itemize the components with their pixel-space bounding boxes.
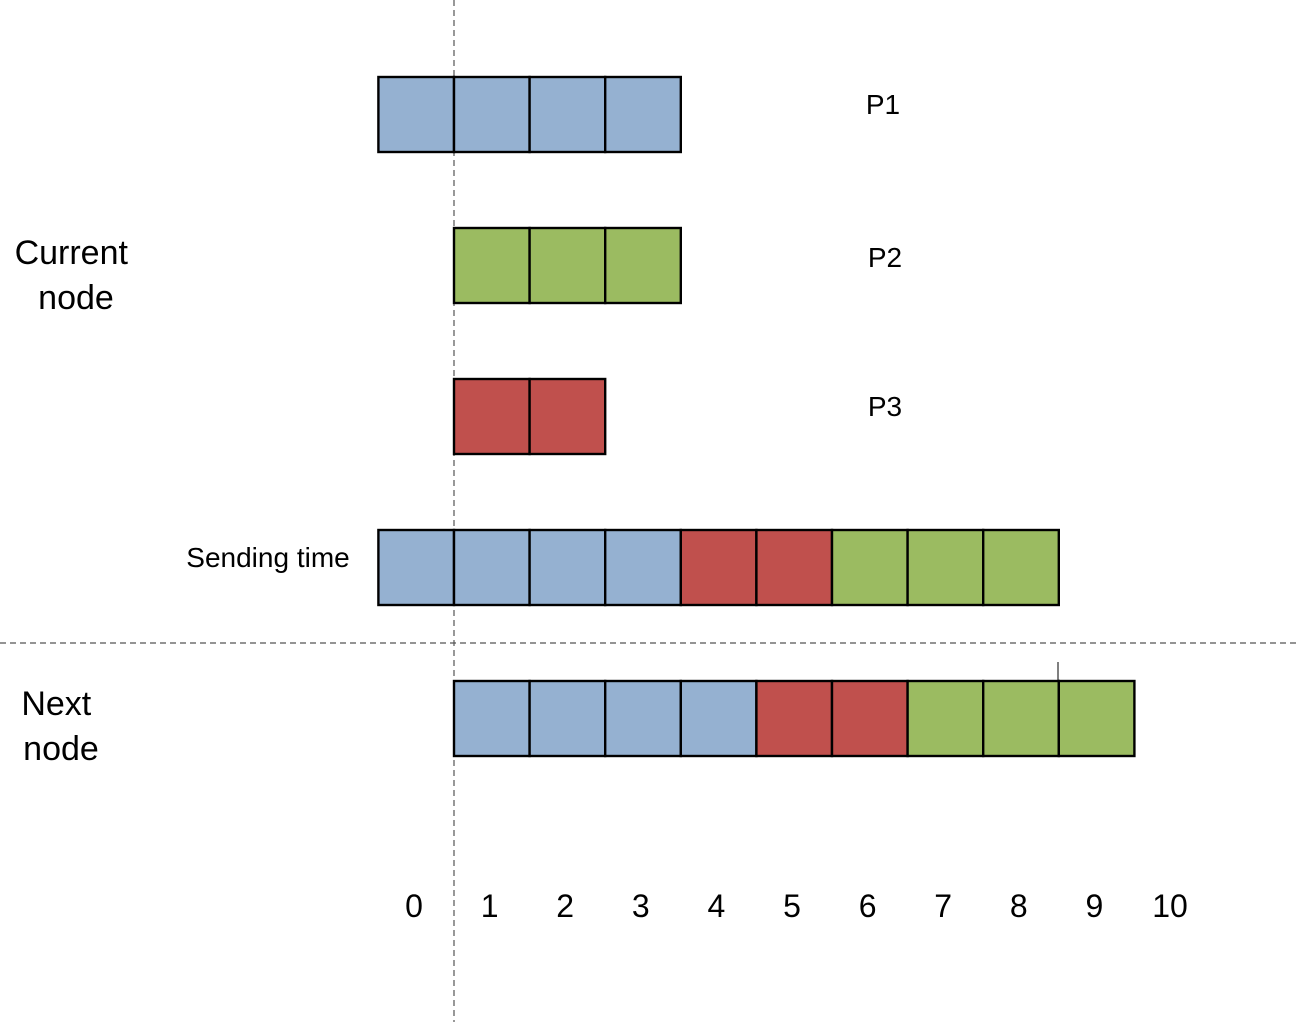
cell-p1-p1-3	[604, 75, 683, 154]
current-node-label: Current node	[15, 234, 138, 317]
row-p3	[452, 377, 607, 456]
row-label-sending-time: Sending time	[186, 542, 349, 573]
cell-next-p2-8	[1057, 679, 1136, 758]
cell-next-p1-1	[528, 679, 607, 758]
next-node-label-line1: Next	[21, 685, 91, 723]
cell-p2-p2-2	[604, 226, 683, 305]
cell-next-p1-3	[679, 679, 758, 758]
axis-tick-7: 7	[934, 888, 952, 924]
cell-sending-p1-3	[604, 528, 683, 607]
axis-tick-4: 4	[708, 888, 726, 924]
cell-p2-p2-1	[528, 226, 607, 305]
next-node-label-line2: node	[23, 730, 99, 768]
cell-sending-p2-7	[906, 528, 985, 607]
cell-next-p2-6	[906, 679, 985, 758]
axis-tick-8: 8	[1010, 888, 1028, 924]
row-label-p3: P3	[868, 391, 902, 422]
cell-sending-p1-1	[452, 528, 531, 607]
cell-sending-p3-4	[679, 528, 758, 607]
cell-sending-p2-6	[830, 528, 909, 607]
axis-tick-1: 1	[481, 888, 499, 924]
cell-p3-p3-0	[452, 377, 531, 456]
next-node-label: Next node	[21, 685, 100, 768]
cell-sending-p2-8	[982, 528, 1061, 607]
axis-tick-9: 9	[1086, 888, 1104, 924]
current-node-label-line2: node	[38, 279, 114, 317]
cell-p2-p2-0	[452, 226, 531, 305]
axis-tick-2: 2	[556, 888, 574, 924]
cell-p1-p1-2	[528, 75, 607, 154]
axis-tick-6: 6	[859, 888, 877, 924]
cell-next-p3-5	[830, 679, 909, 758]
cell-next-p1-2	[604, 679, 683, 758]
row-label-p2: P2	[868, 242, 902, 273]
current-node-label-line1: Current	[15, 234, 129, 272]
row-p1	[377, 75, 683, 154]
cell-sending-p1-2	[528, 528, 607, 607]
axis-tick-5: 5	[783, 888, 801, 924]
row-p2	[452, 226, 683, 305]
cell-p3-p3-1	[528, 377, 607, 456]
axis-tick-0: 0	[405, 888, 423, 924]
cell-sending-p3-5	[755, 528, 834, 607]
cell-next-p3-4	[755, 679, 834, 758]
row-next-node	[452, 679, 1136, 758]
time-axis: 0 1 2 3 4 5 6 7 8 9 10	[405, 888, 1188, 924]
axis-tick-3: 3	[632, 888, 650, 924]
cell-next-p2-7	[982, 679, 1061, 758]
cell-sending-p1-0	[377, 528, 456, 607]
axis-tick-10: 10	[1152, 888, 1188, 924]
cell-p1-p1-0	[377, 75, 456, 154]
cell-p1-p1-1	[452, 75, 531, 154]
cell-next-p1-0	[452, 679, 531, 758]
row-label-p1: P1	[866, 89, 900, 120]
row-sending-time	[377, 528, 1061, 607]
